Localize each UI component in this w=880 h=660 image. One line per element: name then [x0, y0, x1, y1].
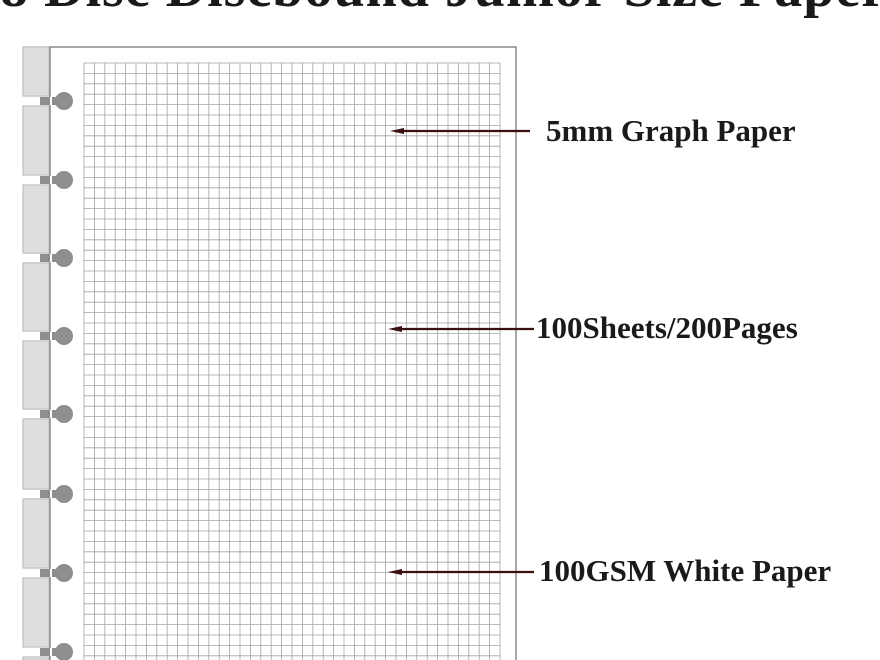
- graph-grid: [83, 62, 501, 660]
- binding-disc: [40, 405, 73, 423]
- disc-head: [55, 485, 73, 503]
- disc-head: [55, 405, 73, 423]
- disc-slot: [50, 648, 52, 656]
- disc-slot: [50, 254, 52, 262]
- binding-disc: [40, 92, 73, 110]
- disc-head: [55, 249, 73, 267]
- binding-disc: [40, 249, 73, 267]
- disc-slot: [50, 490, 52, 498]
- disc-head: [55, 327, 73, 345]
- page-stack-block: [22, 340, 50, 410]
- disc-slot: [50, 410, 52, 418]
- page-stack-block: [22, 577, 50, 648]
- callout-graph-paper: 5mm Graph Paper: [546, 113, 796, 148]
- page-stack-block: [22, 184, 50, 254]
- disc-slot: [50, 332, 52, 340]
- page-stack-block: [22, 418, 50, 490]
- callout-arrow: [388, 326, 534, 332]
- page-stack-segment: [22, 262, 50, 332]
- page-stack-segment: [22, 577, 50, 648]
- page-stack-block: [22, 262, 50, 332]
- page-stack-segment: [22, 656, 50, 660]
- disc-head: [55, 92, 73, 110]
- disc-spine: [22, 46, 50, 660]
- callout-arrows: [388, 128, 534, 575]
- binding-disc: [40, 171, 73, 189]
- binding-disc: [40, 564, 73, 582]
- binding-disc: [40, 485, 73, 503]
- page-stack-segment: [22, 418, 50, 490]
- callout-arrow: [390, 128, 530, 134]
- page-stack-segment: [22, 340, 50, 410]
- callout-arrow: [388, 569, 534, 575]
- disc-head: [55, 564, 73, 582]
- disc-head: [55, 643, 73, 660]
- page-stack-segment: [22, 46, 50, 97]
- arrow-head: [388, 569, 402, 575]
- callout-paper-weight: 100GSM White Paper: [539, 553, 832, 588]
- paper-sheet: [49, 46, 517, 660]
- disc-slot: [50, 569, 52, 577]
- page-stack-segment: [22, 105, 50, 176]
- binding-discs: [40, 92, 73, 660]
- page-stack-segment: [22, 498, 50, 569]
- page-stack-block: [22, 498, 50, 569]
- disc-slot: [50, 176, 52, 184]
- binding-disc: [40, 643, 73, 660]
- page-stack-block: [22, 656, 50, 660]
- page-title: 8 Disc Discbound Junior Size Paper: [0, 0, 880, 16]
- arrow-head: [388, 326, 402, 332]
- disc-head: [55, 171, 73, 189]
- binding-disc: [40, 327, 73, 345]
- page-stack-block: [22, 46, 50, 97]
- callout-sheets-pages: 100Sheets/200Pages: [536, 310, 798, 345]
- page-stack-block: [22, 105, 50, 176]
- page-stack-segment: [22, 184, 50, 254]
- arrow-head: [390, 128, 404, 134]
- disc-slot: [50, 97, 52, 105]
